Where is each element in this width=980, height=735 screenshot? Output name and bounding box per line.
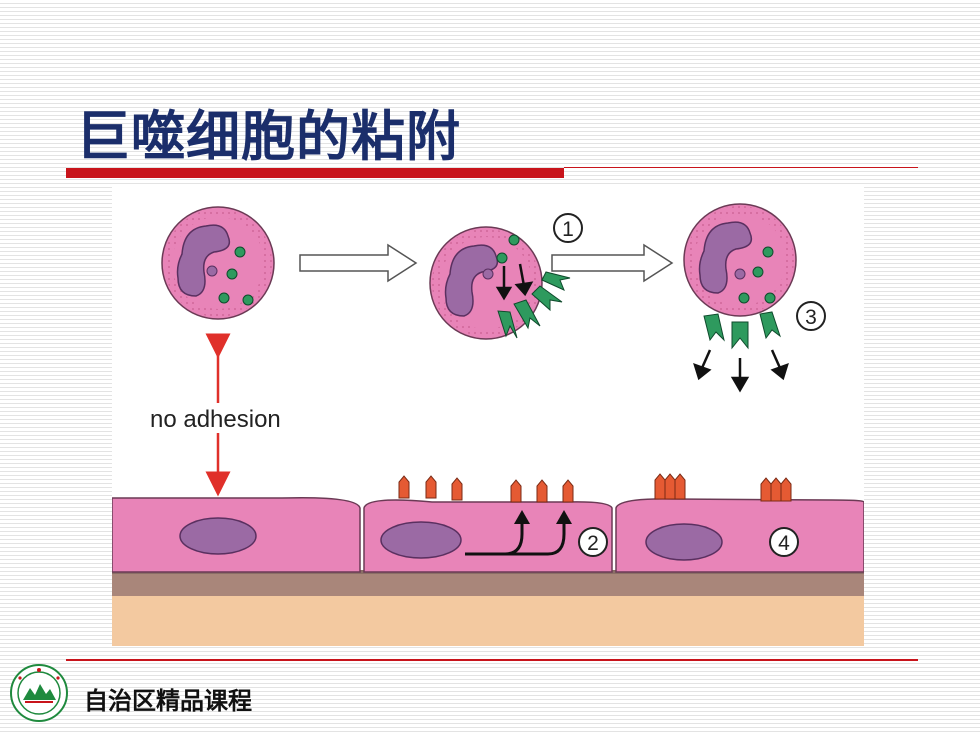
- title-underline: [66, 168, 564, 178]
- step-2-label: 2: [587, 532, 599, 555]
- endothelial-receptors-clustered: [654, 473, 792, 502]
- university-seal-logo: [10, 664, 68, 722]
- step-1-label: 1: [562, 218, 574, 241]
- macrophage-adhesion-figure: no adhesion 1: [112, 186, 864, 646]
- macrophage-free: [161, 206, 275, 320]
- tissue-layer: [112, 596, 864, 646]
- macrophage-adherent: [683, 203, 797, 393]
- endothelial-cell-2: [363, 499, 613, 573]
- process-arrow-2: [551, 243, 674, 283]
- upregulation-arrows: [465, 522, 566, 556]
- step-3-label: 3: [805, 306, 817, 329]
- basement-membrane: [112, 574, 864, 596]
- endothelial-cell-3: [615, 498, 864, 573]
- no-adhesion-label: no adhesion: [150, 406, 281, 433]
- footer-rule: [66, 659, 918, 661]
- title-rule: [564, 167, 918, 168]
- step-4-label: 4: [778, 532, 790, 555]
- slide-title: 巨噬细胞的粘附: [76, 105, 461, 168]
- endothelial-cell-1: [112, 496, 361, 573]
- endothelial-receptors-single: [398, 475, 574, 503]
- process-arrow-1: [299, 243, 418, 283]
- footer-course-label: 自治区精品课程: [84, 687, 252, 715]
- macrophage-activating: [429, 226, 571, 340]
